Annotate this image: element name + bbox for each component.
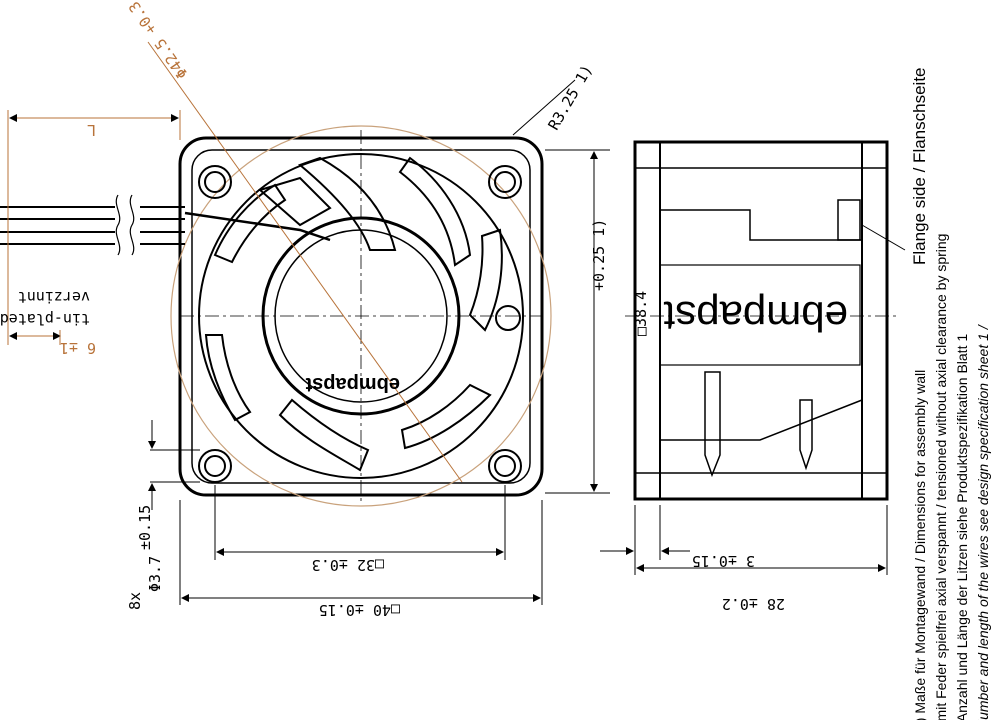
notes-block: 1) Maße für Montagewand / Dimensions for… [912,234,991,720]
wires [0,194,185,256]
label-dia42: Φ42.5 +0.3 1) [109,0,191,82]
brand-front: ebmpapst [305,373,400,395]
label-hole-tol: ±0.15 [136,505,154,550]
label-hole-dia: Φ3.7 [146,556,164,592]
label-sq32: □32 ±0.3 [312,556,384,574]
note-2: - mit Feder spielfrei axial verspannt / … [933,234,949,720]
front-view [147,41,576,507]
label-tinplated: tin-plated / [0,310,90,328]
label-6: 6 ±1 [60,339,96,357]
side-body [633,140,889,501]
label-3: 3 ±0.15 [692,552,755,570]
diameter-leader [147,41,463,483]
wire-guide [184,211,331,242]
flange-leader [861,224,906,251]
label-verzinnt: verzinnt [18,288,90,306]
note-3: - Anzahl und Länge der Litzen siehe Prod… [954,334,970,720]
side-view [600,140,906,575]
label-L: L [87,121,96,139]
assembly-circle [170,125,552,507]
label-8x: 8x [126,592,144,610]
label-28: 28 ±0.2 [722,595,785,613]
front-dimensions [7,110,610,605]
mounting-holes [198,165,522,483]
radius-leader [512,79,576,136]
side-ribs [704,371,813,478]
note-1: 1) Maße für Montagewand / Dimensions for… [912,370,928,720]
label-sq384: □38.4 [632,291,650,336]
label-tol384: +0.25 1) [590,219,608,291]
center-lines [180,130,542,505]
label-r325: R3.25 1) [545,62,597,134]
fan-blades [204,156,503,472]
flange-label: Flange side / Flanschseite [910,68,929,266]
label-sq40: □40 ±0.15 [319,601,400,619]
note-4: Number and length of the wires see desig… [975,323,991,720]
brand-side: ebmpapst [663,293,848,340]
